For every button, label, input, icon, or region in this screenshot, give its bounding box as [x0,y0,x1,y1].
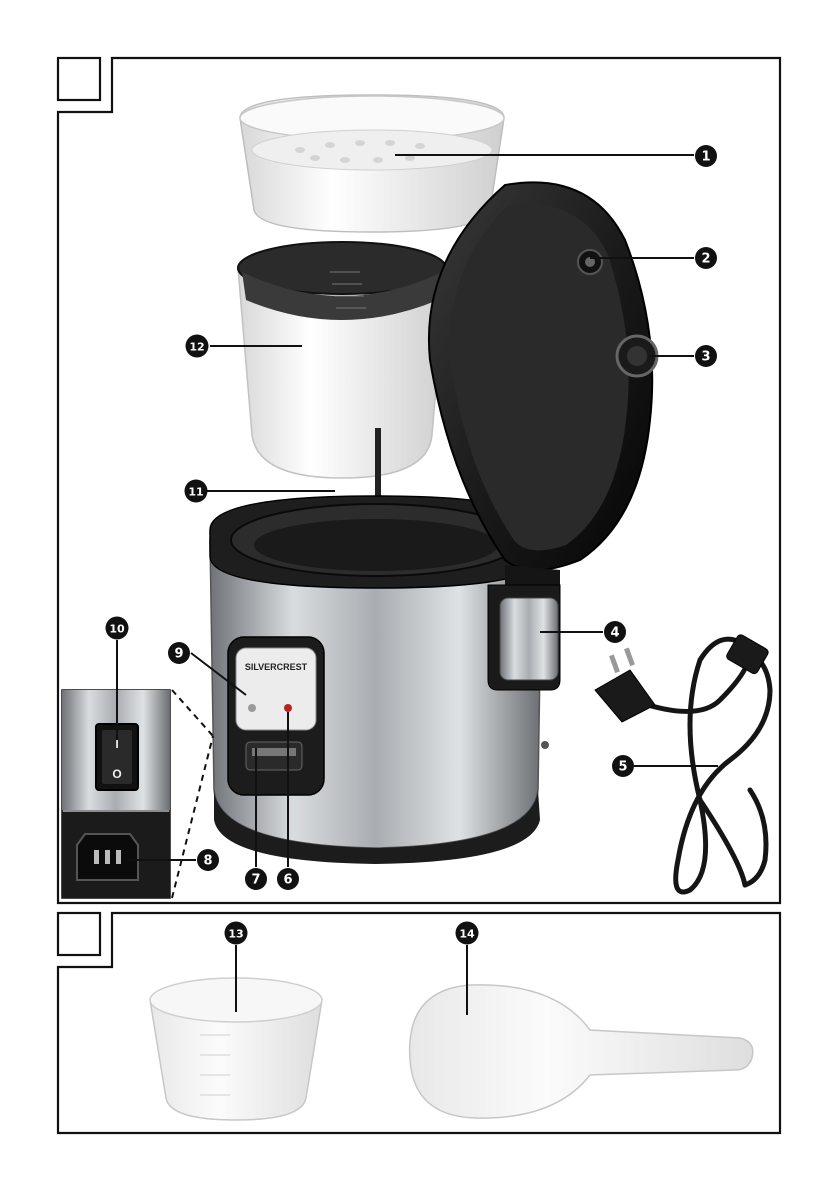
callout-7: 7 [245,868,267,890]
callout-10: 10 [106,617,129,640]
callout-2: 2 [695,247,717,269]
keep-warm-indicator [284,704,292,712]
svg-text:10: 10 [109,623,125,636]
svg-text:5: 5 [618,760,627,775]
callout-13: 13 [225,922,248,945]
power-socket [77,834,138,880]
control-panel: SILVERCREST [228,637,324,795]
panel-a-label-box [58,58,100,100]
callout-4: 4 [604,621,626,643]
switch-off-mark: O [112,767,121,781]
cook-indicator [248,704,256,712]
svg-text:2: 2 [701,252,710,267]
panel-b-label-box [58,913,100,955]
callout-1: 1 [695,145,717,167]
svg-text:7: 7 [251,873,260,888]
callout-12: 12 [186,335,209,358]
steamer-insert [240,95,504,232]
callout-6: 6 [277,868,299,890]
svg-text:14: 14 [459,928,475,941]
callout-8: 8 [197,849,219,871]
callout-9: 9 [168,642,190,664]
svg-text:12: 12 [189,341,204,354]
condensation-collector [488,585,560,690]
power-plug [595,648,655,722]
brand-logo: SILVERCREST [245,662,308,672]
svg-text:1: 1 [701,150,710,165]
rice-spoon [410,985,753,1118]
callout-5: 5 [612,755,634,777]
svg-text:4: 4 [610,626,619,641]
detail-inset: I O [62,690,213,898]
svg-text:3: 3 [701,350,710,365]
svg-text:13: 13 [228,928,243,941]
callout-3: 3 [695,345,717,367]
svg-text:6: 6 [283,873,292,888]
svg-text:11: 11 [188,486,203,499]
inner-pot [238,242,446,478]
callout-14: 14 [456,922,479,945]
callout-11: 11 [185,480,208,503]
svg-text:8: 8 [203,854,212,869]
svg-text:9: 9 [174,647,183,662]
